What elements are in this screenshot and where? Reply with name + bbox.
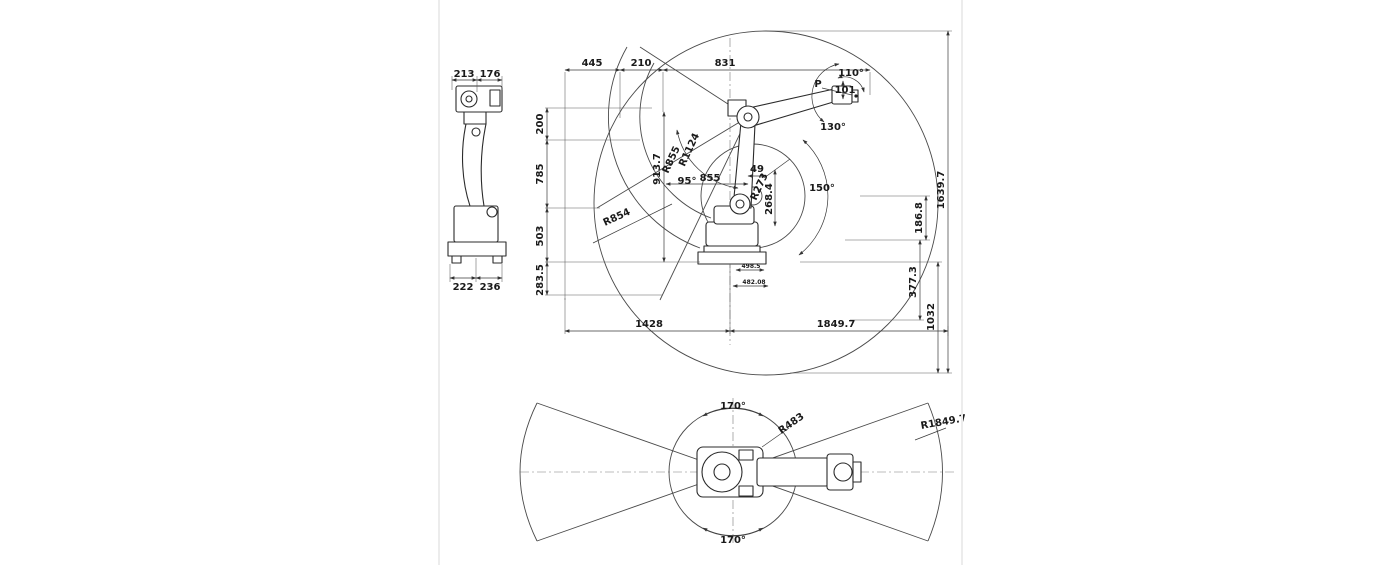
elbow-joint-hub	[743, 112, 753, 122]
outline	[713, 463, 731, 481]
dim-side-top: 213 176	[451, 69, 503, 92]
outline	[705, 221, 759, 247]
wrist-outline	[826, 453, 854, 491]
outline	[486, 206, 498, 218]
dim-label-503: 503	[535, 226, 546, 247]
elbow-joint	[736, 105, 760, 129]
outline	[463, 111, 487, 125]
dim-label-r483: R483	[777, 411, 807, 436]
dim-label-236: 236	[480, 282, 501, 293]
dim-label-49: 49	[750, 164, 764, 175]
point-p-marker	[854, 94, 858, 98]
dim-label-210: 210	[631, 58, 652, 69]
angle-arc	[837, 74, 865, 93]
sweep-arc-right	[927, 402, 943, 542]
angle-arc	[798, 139, 829, 256]
dim-label-482-08: 482.08	[742, 279, 765, 286]
dim-right-chain: 1639.7 186.8 377.3 1032	[768, 30, 952, 374]
dim-label-1849-7: 1849.7	[817, 319, 856, 330]
angle-arc	[702, 527, 764, 536]
outline	[701, 451, 743, 493]
dim-label-95deg: 95°	[678, 176, 697, 187]
outline	[471, 127, 481, 137]
outline	[703, 245, 761, 253]
flange-outline	[852, 461, 862, 483]
side-view: 213 176 222 236	[447, 69, 507, 293]
dim-label-170deg-bottom: 170°	[720, 535, 746, 546]
dim-label-498-5: 498.5	[742, 263, 761, 270]
dim-label-785: 785	[535, 164, 546, 185]
dim-label-377-3: 377.3	[908, 266, 919, 298]
dim-label-855: 855	[700, 173, 721, 184]
outline	[738, 485, 754, 497]
dim-label-1639-7: 1639.7	[936, 171, 947, 210]
angle-arc	[676, 129, 739, 190]
dim-label-176: 176	[480, 69, 501, 80]
front-view: 445 210 831 110° P 101 130° 200	[535, 30, 952, 376]
dim-label-200: 200	[535, 114, 546, 135]
arc-r855	[639, 62, 712, 219]
outline	[489, 89, 501, 107]
outline	[492, 255, 503, 264]
leader-line	[763, 158, 791, 179]
outline	[465, 95, 473, 103]
leader-line	[592, 203, 673, 244]
top-view: 170° 170° R483 R1849.7	[519, 398, 967, 546]
dim-label-913-7: 913.7	[652, 153, 663, 185]
upper-arm	[748, 88, 841, 127]
outline	[451, 255, 462, 264]
dim-left-chain: 200 785 503 283.5	[535, 107, 700, 296]
outline	[738, 449, 754, 461]
dim-label-150deg: 150°	[809, 183, 835, 194]
arc-r1124	[608, 46, 701, 249]
leader-line	[914, 427, 947, 441]
dim-label-130deg: 130°	[820, 122, 846, 133]
dim-label-1032: 1032	[926, 303, 937, 331]
dim-label-213: 213	[454, 69, 475, 80]
shoulder-joint	[729, 193, 751, 215]
content-left-border	[438, 0, 440, 565]
outline	[447, 241, 507, 257]
dim-side-bottom: 222 236	[449, 258, 503, 293]
leader-line	[761, 427, 790, 448]
dim-label-101: 101	[835, 85, 856, 96]
dim-label-268-4: 268.4	[764, 183, 775, 215]
outline	[460, 90, 478, 108]
outline	[453, 205, 499, 243]
outline	[833, 462, 853, 482]
envelope-circle	[593, 30, 939, 376]
side-view-robot-outline	[447, 85, 507, 264]
dim-bottom-chain: 1428 1849.7	[564, 265, 949, 336]
sweep-arc-left	[519, 402, 538, 542]
dim-label-445: 445	[582, 58, 603, 69]
arm-outline	[756, 457, 830, 487]
dim-label-1428: 1428	[635, 319, 663, 330]
dim-label-r854: R854	[602, 207, 633, 229]
top-view-robot-outline	[696, 446, 862, 498]
angle-arc	[811, 63, 840, 123]
dim-label-222: 222	[453, 282, 474, 293]
content-right-border	[961, 0, 963, 565]
dim-label-170deg-top: 170°	[720, 401, 746, 412]
dim-wrist-angles: 110° P 101 130°	[811, 63, 865, 133]
shoulder-joint-hub	[735, 199, 745, 209]
front-view-robot-outline	[697, 85, 859, 265]
dim-label-831: 831	[715, 58, 736, 69]
dim-label-p: P	[814, 79, 821, 90]
angle-arc	[702, 408, 764, 417]
dim-label-283-5: 283.5	[535, 264, 546, 296]
leader-line	[821, 87, 853, 96]
outline	[461, 123, 487, 207]
dim-label-186-8: 186.8	[914, 202, 925, 234]
dim-label-110deg: 110°	[838, 68, 864, 79]
